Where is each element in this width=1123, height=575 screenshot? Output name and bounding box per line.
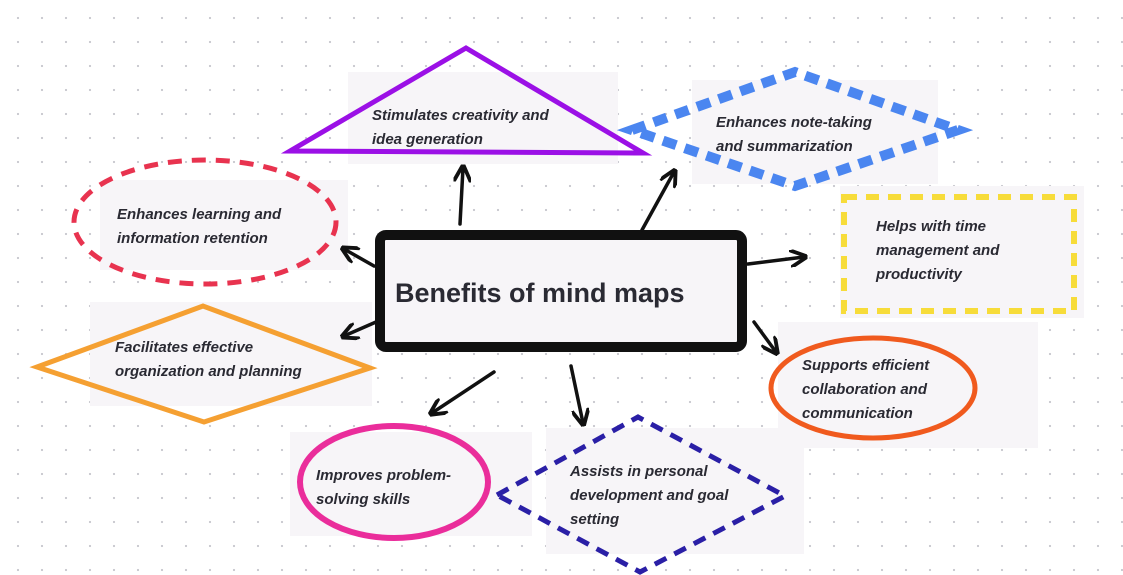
note-taking-diamond[interactable] xyxy=(616,66,974,192)
learning-ellipse[interactable] xyxy=(71,157,339,287)
arrow-to-organization xyxy=(344,320,378,336)
benefit-label-note-taking: Enhances note-taking and summarization xyxy=(716,114,872,155)
card-time-management xyxy=(840,186,1084,318)
problem-solving-circle[interactable] xyxy=(297,423,491,541)
card-personal-development xyxy=(546,428,804,554)
time-management-rect[interactable] xyxy=(841,194,1077,314)
arrow-to-learning xyxy=(344,249,376,268)
card-organization xyxy=(90,302,372,406)
arrow-to-note-taking xyxy=(640,172,674,232)
central-topic-box[interactable] xyxy=(375,230,747,352)
benefit-label-personal-development: Assists in personal development and goal… xyxy=(570,463,729,528)
card-problem-solving xyxy=(290,432,532,536)
arrow-to-creativity xyxy=(460,168,463,226)
benefit-label-collaboration: Supports efficient collaboration and com… xyxy=(802,357,930,422)
organization-diamond[interactable] xyxy=(29,303,378,425)
collaboration-ellipse[interactable] xyxy=(768,335,978,441)
arrow-to-personal-development xyxy=(569,364,583,423)
creativity-triangle[interactable] xyxy=(280,45,653,156)
arrow-to-time-management xyxy=(746,257,804,264)
card-learning xyxy=(100,180,348,270)
benefit-label-problem-solving: Improves problem- solving skills xyxy=(316,467,452,508)
arrow-to-problem-solving xyxy=(432,370,496,413)
benefit-label-learning: Enhances learning and information retent… xyxy=(117,206,282,247)
benefit-label-organization: Facilitates effective organization and p… xyxy=(115,339,302,380)
benefit-label-creativity: Stimulates creativity and idea generatio… xyxy=(372,107,549,148)
benefit-label-time-management: Helps with time management and productiv… xyxy=(876,218,1000,283)
card-creativity xyxy=(348,72,618,164)
central-topic-label: Benefits of mind maps xyxy=(395,278,685,308)
arrow-to-collaboration xyxy=(752,320,776,352)
